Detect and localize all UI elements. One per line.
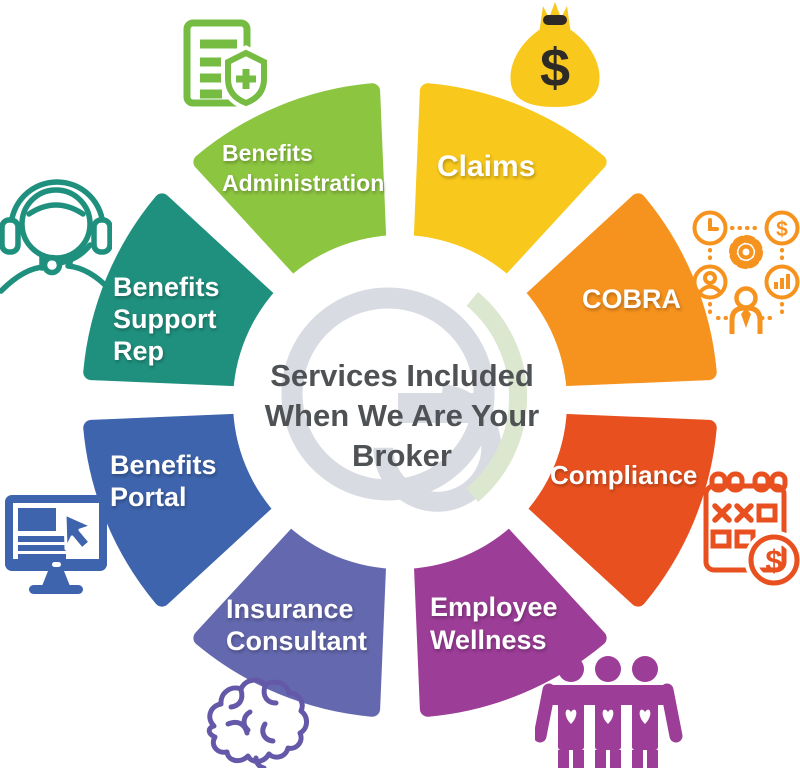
- person-circle-icon: [692, 264, 728, 300]
- gear-icon: [729, 235, 763, 269]
- face: [19, 187, 93, 261]
- ear-cup-right: [91, 217, 112, 255]
- headband: [8, 179, 106, 231]
- tie-glyph: [741, 308, 751, 328]
- plus-icon: [236, 69, 256, 89]
- dollar-glyph: $: [540, 38, 570, 98]
- shoulders: [0, 263, 112, 294]
- cursor-icon: [63, 512, 94, 551]
- hair-line: [26, 202, 86, 217]
- clock-icon: [692, 210, 728, 246]
- dotted-connectors: [708, 226, 784, 320]
- x-mark: [712, 503, 732, 523]
- bag-tie: [543, 15, 567, 25]
- dollar-circle-icon: [764, 210, 800, 246]
- dollar-glyph: $: [765, 543, 782, 578]
- brain-icon: [206, 677, 309, 768]
- dollar-circle-icon: [748, 534, 800, 586]
- dollar-glyph: $: [776, 218, 788, 241]
- cg-logo-icon: [281, 287, 528, 512]
- ear-cup-left: [0, 217, 21, 255]
- center-heading: Services Included When We Are Your Broke…: [264, 358, 540, 473]
- computer-cursor-icon: [5, 495, 107, 594]
- deadline-calendar-icon: $: [703, 471, 800, 588]
- team-hearts-icon: [535, 656, 683, 768]
- mic-boom: [56, 242, 93, 266]
- x-mark: [734, 503, 754, 523]
- document-shield-icon: [183, 19, 271, 111]
- heart-icon: [565, 709, 651, 724]
- chart-circle-icon: [764, 264, 800, 300]
- support-headset-icon: [0, 179, 112, 294]
- money-bag-icon: $: [510, 2, 600, 107]
- business-network-icon: $: [692, 210, 800, 334]
